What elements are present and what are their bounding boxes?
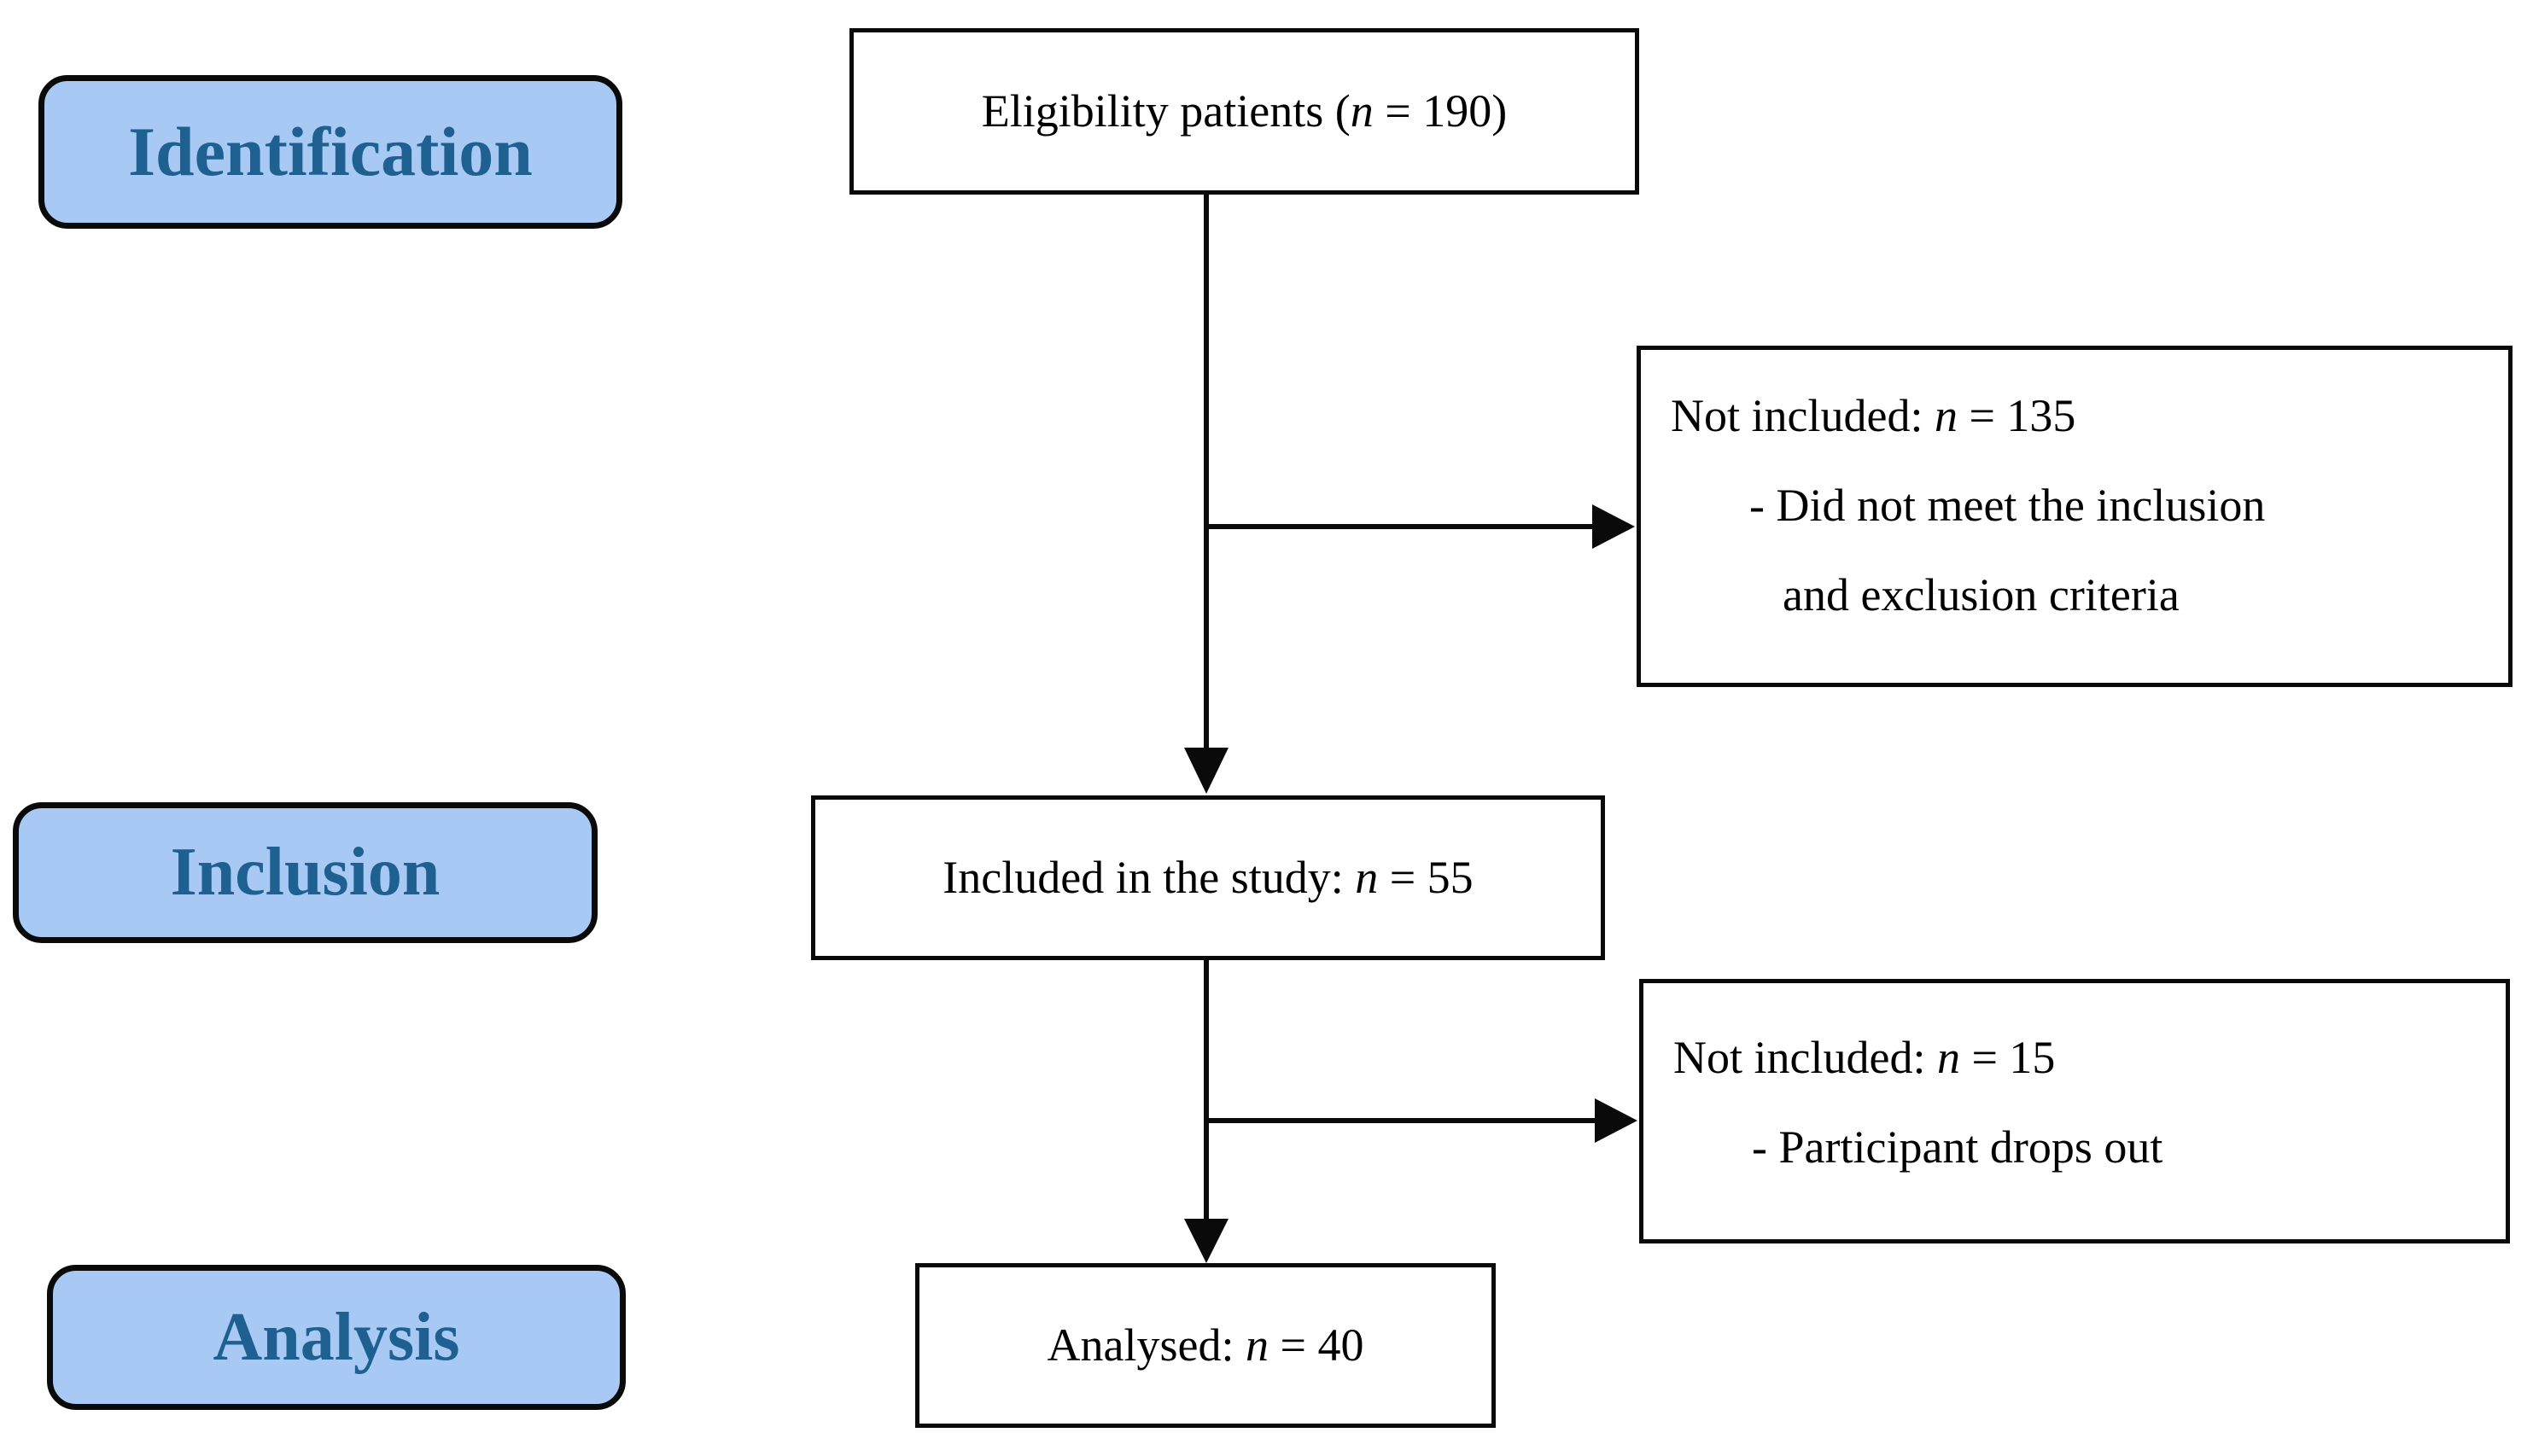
node-text-suffix: = 135 — [1957, 389, 2076, 441]
stage-label-analysis: Analysis — [47, 1265, 626, 1410]
node-not-included-15: Not included: n = 15 - Participant drops… — [1639, 979, 2510, 1243]
node-text: Not included: n = 135 — [1671, 371, 2491, 461]
exclusion-reason-line: - Did not meet the inclusion — [1749, 479, 2266, 531]
stage-label-text: Analysis — [213, 1299, 460, 1375]
node-text: Analysed: n = 40 — [1048, 1301, 1364, 1390]
node-text-prefix: Not included: — [1671, 389, 1935, 441]
stage-label-text: Identification — [128, 113, 533, 190]
stage-label-identification: Identification — [38, 75, 622, 229]
node-not-included-135: Not included: n = 135 - Did not meet the… — [1637, 346, 2513, 687]
node-text-suffix: = 190) — [1373, 84, 1508, 137]
arrowhead-down-to-analysed — [1184, 1219, 1229, 1263]
node-text: Eligibility patients (n = 190) — [982, 67, 1507, 156]
arrowhead-down-to-included — [1184, 748, 1229, 794]
arrowhead-right-to-not-included-135 — [1592, 504, 1635, 549]
n-variable: n — [1355, 851, 1379, 903]
node-text-prefix: Eligibility patients ( — [981, 84, 1351, 137]
node-included-in-study: Included in the study: n = 55 — [811, 795, 1605, 960]
arrowhead-right-to-not-included-15 — [1595, 1098, 1637, 1143]
node-text-prefix: Included in the study: — [943, 851, 1356, 903]
node-analysed: Analysed: n = 40 — [915, 1263, 1496, 1428]
exclusion-reason-line: and exclusion criteria — [1783, 569, 2180, 621]
stage-label-inclusion: Inclusion — [13, 802, 598, 943]
node-text: Not included: n = 15 — [1673, 1013, 2489, 1103]
n-variable: n — [1245, 1319, 1269, 1371]
node-eligibility-patients: Eligibility patients (n = 190) — [849, 28, 1639, 195]
exclusion-reason-line: - Participant drops out — [1752, 1121, 2163, 1173]
node-text-suffix: = 15 — [1959, 1031, 2056, 1083]
node-text-suffix: = 55 — [1378, 851, 1474, 903]
node-text-prefix: Not included: — [1673, 1031, 1937, 1083]
n-variable: n — [1936, 1031, 1960, 1083]
node-text-prefix: Analysed: — [1047, 1319, 1246, 1371]
n-variable: n — [1934, 389, 1958, 441]
node-text-suffix: = 40 — [1268, 1319, 1364, 1371]
stage-label-text: Inclusion — [170, 835, 441, 910]
n-variable: n — [1350, 84, 1374, 137]
node-text: Included in the study: n = 55 — [943, 833, 1473, 923]
